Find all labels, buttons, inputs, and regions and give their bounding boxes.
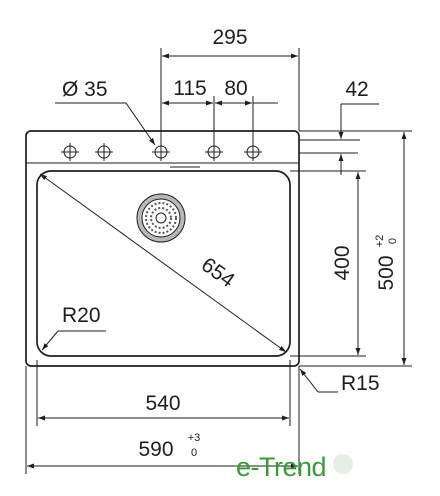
dim-label-500: 500	[375, 255, 398, 290]
dim-label-540: 540	[145, 392, 180, 415]
tap-hole-icon	[61, 143, 79, 161]
tap-hole-icon	[95, 143, 113, 161]
dim-label-42: 42	[345, 78, 368, 101]
dim-label-654: 654	[197, 253, 239, 292]
dim-label-500-group: 500 +2 0	[374, 235, 399, 291]
tap-hole-icon	[205, 143, 223, 161]
dim-label-400: 400	[331, 245, 354, 280]
leader-arrow-r20	[41, 330, 59, 351]
tolerance-upper-500: +2	[374, 235, 386, 248]
tolerance-lower-500: 0	[387, 238, 399, 244]
sink-bowl	[36, 170, 291, 357]
sink-outer-rim	[25, 130, 300, 367]
dim-label-80: 80	[224, 77, 247, 100]
dim-label-r20: R20	[62, 304, 101, 327]
tolerance-upper-590: +3	[188, 432, 201, 444]
dim-label-d35: Ø 35	[62, 78, 108, 101]
dim-line-654	[39, 173, 287, 353]
leader-arrow-r15	[299, 368, 319, 393]
dim-label-295: 295	[212, 26, 247, 49]
leader-arrow-d35	[125, 102, 156, 146]
logo-decoration	[333, 454, 353, 474]
tap-hole-icon	[152, 143, 170, 161]
tolerance-lower-590: 0	[191, 447, 197, 459]
dim-label-r15: R15	[341, 372, 380, 395]
tap-hole-icon	[244, 143, 262, 161]
dim-label-590: 590	[138, 438, 173, 461]
tap-holes	[61, 143, 262, 161]
dim-label-115: 115	[173, 77, 206, 100]
brand-logo: e-Trend	[236, 452, 327, 482]
drain-icon	[136, 193, 186, 243]
